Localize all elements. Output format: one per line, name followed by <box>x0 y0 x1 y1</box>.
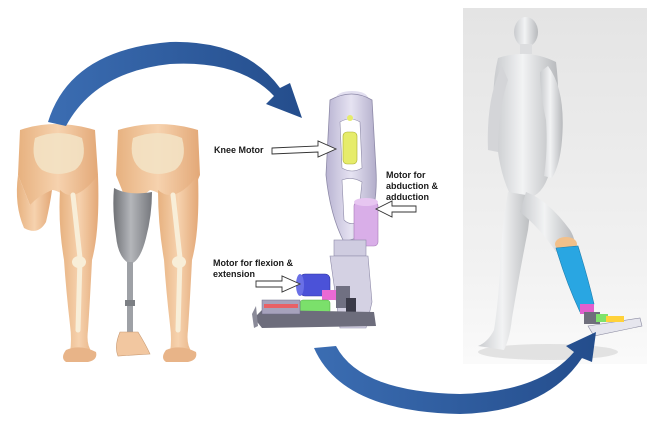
walking-figure-render <box>463 8 647 364</box>
knee-mechanism-cad <box>252 91 378 328</box>
label-flexion-motor: Motor for flexion & extension <box>213 258 293 280</box>
label-knee-motor: Knee Motor <box>214 145 264 156</box>
label-abduction-line3: adduction <box>386 192 438 203</box>
label-abduction-line1: Motor for <box>386 170 438 181</box>
amputated-leg-illustration <box>17 124 99 362</box>
callout-abduction-arrow <box>376 201 416 217</box>
label-abduction-line2: abduction & <box>386 181 438 192</box>
top-curved-arrow <box>48 42 302 126</box>
prosthetic-leg-illustration <box>113 124 200 362</box>
label-flexion-line1: Motor for flexion & <box>213 258 293 269</box>
label-flexion-line2: extension <box>213 269 293 280</box>
callout-knee-motor-arrow <box>272 141 336 157</box>
label-abduction-motor: Motor for abduction & adduction <box>386 170 438 203</box>
